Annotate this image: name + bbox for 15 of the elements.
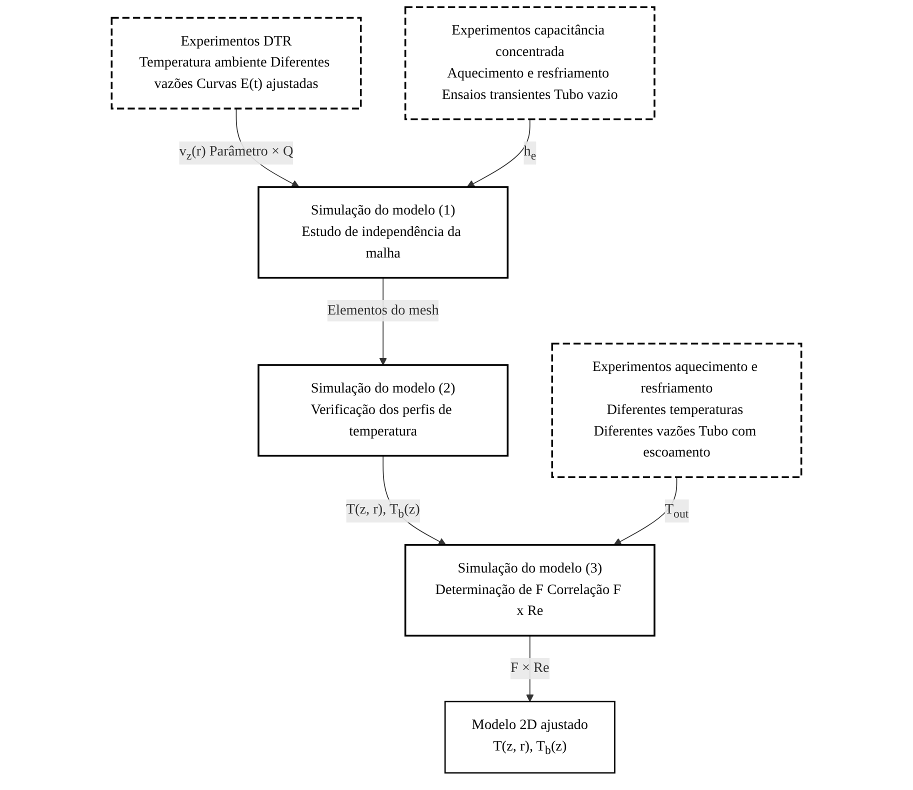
node-box: Experimentos DTR Temperatura ambiente Diferentes vazões Curvas E(t) ajustadas <box>110 16 362 110</box>
node-box: Experimentos capacitância concentrada Aquecimento e resfriamento Ensaios transientes Tubo vazio <box>404 6 656 120</box>
edge-label: T$_{out}$ <box>664 502 689 520</box>
edge-label: F × Re <box>510 660 550 676</box>
arrow <box>614 476 678 546</box>
edge-label: Elementos do mesh <box>327 302 439 318</box>
node-box: Simulação do modelo (2) Verificação dos perfis de temperatura <box>258 364 509 457</box>
edge-label: v$_{z}$(r) Parâmetro × Q <box>179 144 294 162</box>
node-box: Simulação do modelo (3) Determinação de F Correlação F x Re <box>404 544 656 637</box>
edge-label: T(z, r), T$_{b}$(z) <box>346 502 420 520</box>
arrow <box>466 118 530 188</box>
edge-label: h$_{e}$ <box>524 144 536 162</box>
node-box: Modelo 2D ajustado T(z, r), T$_{b}$(z) <box>444 700 616 774</box>
node-box: Simulação do modelo (1) Estudo de independência da malha <box>258 186 509 279</box>
node-box: Experimentos aquecimento e resfriamento Diferentes temperaturas Diferentes vazões Tubo com escoamento <box>551 342 802 478</box>
